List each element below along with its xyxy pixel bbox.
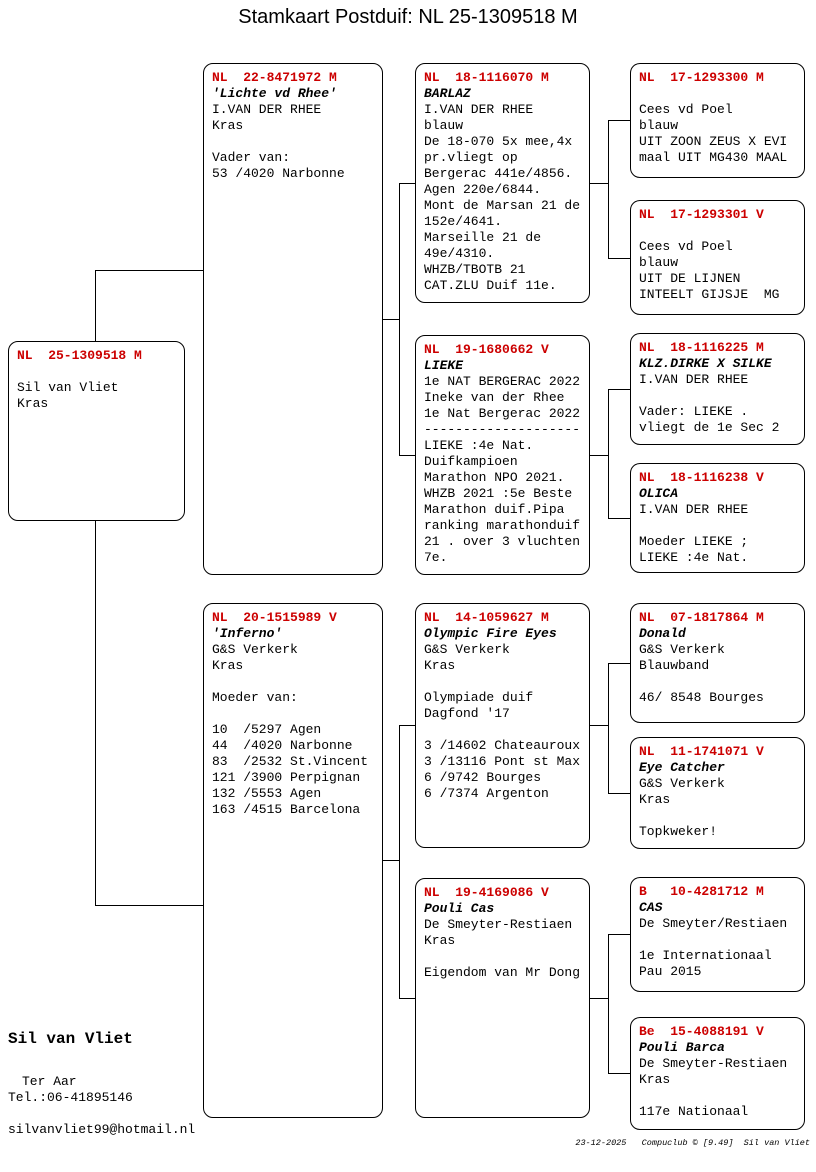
connector-line: [590, 183, 608, 184]
pigeon-details: I.VAN DER RHEE Kras Vader van: 53 /4020 …: [212, 102, 345, 181]
connector-line: [383, 319, 399, 320]
pedigree-box-sire-dam: NL 19-1680662 V LIEKE 1e NAT BERGERAC 20…: [415, 335, 590, 575]
pedigree-box-dam-dam-dam: Be 15-4088191 V Pouli Barca De Smeyter-R…: [630, 1017, 805, 1130]
connector-line: [608, 389, 609, 518]
pedigree-box-sire-sire-dam: NL 17-1293301 V Cees vd Poel blauw UIT D…: [630, 200, 805, 315]
connector-line: [399, 183, 415, 184]
pigeon-name: Donald: [639, 626, 686, 641]
pigeon-details: I.VAN DER RHEE Vader: LIEKE . vliegt de …: [639, 372, 780, 435]
pigeon-details: G&S Verkerk Blauwband 46/ 8548 Bourges: [639, 642, 764, 705]
pedigree-box-sire-sire: NL 18-1116070 M BARLAZ I.VAN DER RHEE bl…: [415, 63, 590, 303]
pigeon-details: G&S Verkerk Kras Olympiade duif Dagfond …: [424, 642, 581, 801]
pedigree-box-sire: NL 22-8471972 M 'Lichte vd Rhee' I.VAN D…: [203, 63, 383, 575]
pedigree-box-subject: NL 25-1309518 M Sil van Vliet Kras: [8, 341, 185, 521]
ring-number: Be 15-4088191 V: [639, 1024, 764, 1039]
pigeon-name: 'Lichte vd Rhee': [212, 86, 337, 101]
print-credits: 23-12-2025 Compuclub © [9.49] Sil van Vl…: [575, 1138, 810, 1148]
ring-number: NL 19-1680662 V: [424, 342, 549, 357]
pigeon-details: I.VAN DER RHEE Moeder LIEKE ; LIEKE :4e …: [639, 502, 749, 565]
pigeon-name: OLICA: [639, 486, 679, 501]
pigeon-name: Pouli Cas: [424, 901, 495, 916]
connector-line: [608, 389, 630, 390]
pedigree-box-sire-dam-sire: NL 18-1116225 M KLZ.DIRKE X SILKE I.VAN …: [630, 333, 805, 445]
owner-email: silvanvliet99@hotmail.nl: [8, 1122, 196, 1137]
connector-line: [608, 1073, 630, 1074]
ring-number: NL 17-1293300 M: [639, 70, 764, 85]
pedigree-box-dam-sire: NL 14-1059627 M Olympic Fire Eyes G&S Ve…: [415, 603, 590, 848]
connector-line: [608, 793, 630, 794]
connector-line: [399, 725, 415, 726]
pigeon-name: [17, 364, 184, 380]
page-title: Stamkaart Postduif: NL 25-1309518 M: [238, 6, 578, 28]
pigeon-details: De Smeyter-Restiaen Kras 117e Nationaal: [639, 1056, 788, 1119]
connector-line: [590, 998, 608, 999]
pigeon-name: KLZ.DIRKE X SILKE: [639, 356, 772, 371]
connector-line: [608, 934, 609, 1073]
pigeon-name: [639, 223, 804, 239]
pigeon-details: G&S Verkerk Kras Moeder van: 10 /5297 Ag…: [212, 642, 369, 817]
ring-number: NL 07-1817864 M: [639, 610, 764, 625]
ring-number: NL 18-1116238 V: [639, 470, 764, 485]
pigeon-details: De Smeyter/Restiaen 1e Internationaal Pa…: [639, 916, 788, 979]
pigeon-details: I.VAN DER RHEE blauw De 18-070 5x mee,4x…: [424, 102, 581, 293]
owner-name: Sil van Vliet: [8, 1030, 133, 1048]
owner-phone: Tel.:06-41895146: [8, 1090, 133, 1105]
pigeon-details: Cees vd Poel blauw UIT ZOON ZEUS X EVI m…: [639, 102, 788, 165]
pigeon-name: [639, 86, 804, 102]
pigeon-name: Olympic Fire Eyes: [424, 626, 557, 641]
connector-line: [608, 518, 630, 519]
pedigree-box-dam-dam-sire: B 10-4281712 M CAS De Smeyter/Restiaen 1…: [630, 877, 805, 992]
connector-line: [608, 934, 630, 935]
connector-line: [399, 998, 415, 999]
connector-line: [608, 120, 609, 258]
connector-line: [608, 120, 630, 121]
ring-number: NL 19-4169086 V: [424, 885, 549, 900]
pigeon-name: Pouli Barca: [639, 1040, 725, 1055]
connector-line: [95, 521, 96, 905]
connector-line: [95, 270, 203, 271]
pigeon-name: LIEKE: [424, 358, 464, 373]
pigeon-name: 'Inferno': [212, 626, 283, 641]
pigeon-name: BARLAZ: [424, 86, 471, 101]
pigeon-name: CAS: [639, 900, 663, 915]
ring-number: NL 14-1059627 M: [424, 610, 549, 625]
pigeon-details: 1e NAT BERGERAC 2022 Ineke van der Rhee …: [424, 374, 581, 565]
pedigree-box-dam: NL 20-1515989 V 'Inferno' G&S Verkerk Kr…: [203, 603, 383, 1118]
ring-number: B 10-4281712 M: [639, 884, 764, 899]
pedigree-box-dam-sire-dam: NL 11-1741071 V Eye Catcher G&S Verkerk …: [630, 737, 805, 849]
connector-line: [95, 905, 203, 906]
pigeon-details: Sil van Vliet Kras: [17, 380, 119, 411]
connector-line: [399, 725, 400, 998]
pedigree-box-dam-sire-sire: NL 07-1817864 M Donald G&S Verkerk Blauw…: [630, 603, 805, 723]
connector-line: [608, 663, 609, 793]
connector-line: [95, 270, 96, 341]
pedigree-box-sire-sire-sire: NL 17-1293300 M Cees vd Poel blauw UIT Z…: [630, 63, 805, 178]
connector-line: [608, 663, 630, 664]
connector-line: [383, 860, 399, 861]
ring-number: NL 17-1293301 V: [639, 207, 764, 222]
connector-line: [399, 455, 415, 456]
ring-number: NL 18-1116225 M: [639, 340, 764, 355]
ring-number: NL 11-1741071 V: [639, 744, 764, 759]
ring-number: NL 20-1515989 V: [212, 610, 337, 625]
owner-address: Ter Aar: [22, 1074, 77, 1089]
pigeon-details: G&S Verkerk Kras Topkweker!: [639, 776, 725, 839]
pedigree-box-dam-dam: NL 19-4169086 V Pouli Cas De Smeyter-Res…: [415, 878, 590, 1118]
ring-number: NL 22-8471972 M: [212, 70, 337, 85]
connector-line: [608, 258, 630, 259]
pedigree-box-sire-dam-dam: NL 18-1116238 V OLICA I.VAN DER RHEE Moe…: [630, 463, 805, 573]
connector-line: [590, 725, 608, 726]
connector-line: [590, 455, 608, 456]
ring-number: NL 18-1116070 M: [424, 70, 549, 85]
pigeon-name: Eye Catcher: [639, 760, 725, 775]
connector-line: [399, 183, 400, 455]
ring-number: NL 25-1309518 M: [17, 348, 142, 363]
pigeon-details: Cees vd Poel blauw UIT DE LIJNEN INTEELT…: [639, 239, 780, 302]
pigeon-details: De Smeyter-Restiaen Kras Eigendom van Mr…: [424, 917, 581, 980]
